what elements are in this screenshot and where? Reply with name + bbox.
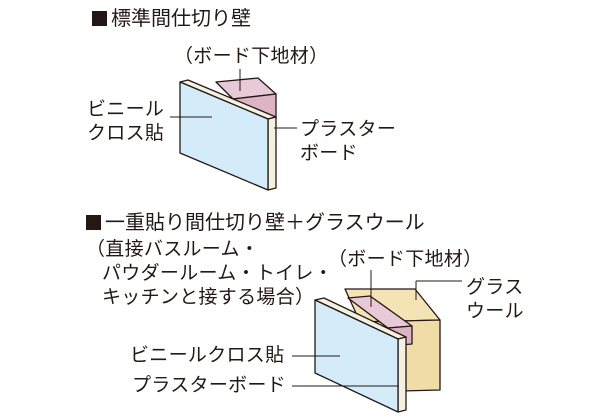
vinyl-label-line1: ビニール <box>87 98 165 120</box>
note-line3: キッチンと接する場合） <box>102 286 315 308</box>
bullet-square-icon <box>86 215 101 230</box>
base2-label: （ボード下地材） <box>328 248 483 270</box>
glasswool-label-line1: グラス <box>466 276 524 298</box>
glasswool-label-line2: ウール <box>466 300 524 322</box>
standard-wall-leaders <box>170 69 297 129</box>
vinyl-label-line2: クロス貼 <box>87 122 165 144</box>
note-line2: パウダールーム・トイレ・ <box>102 262 334 284</box>
vinyl-face <box>179 81 269 191</box>
glasswool-wall-leaders <box>292 270 462 387</box>
note-line1: （直接バスルーム・ <box>86 238 260 260</box>
glasswool-wall-figure <box>314 288 441 413</box>
plaster-label-line2: ボード <box>300 142 358 164</box>
plaster2-label: プラスターボード <box>132 374 287 396</box>
section1-title: 標準間仕切り壁 <box>92 6 251 30</box>
base-label: （ボード下地材） <box>174 45 329 67</box>
board2-side <box>397 336 407 413</box>
bullet-square-icon <box>92 11 107 26</box>
vinyl2-face <box>314 299 399 413</box>
section2-title: 一重貼り間仕切り壁＋グラスウール <box>86 210 425 234</box>
plaster-label-line1: プラスター <box>300 118 397 140</box>
standard-wall-figure <box>179 77 277 191</box>
vinyl2-label: ビニールクロス貼 <box>130 344 285 366</box>
